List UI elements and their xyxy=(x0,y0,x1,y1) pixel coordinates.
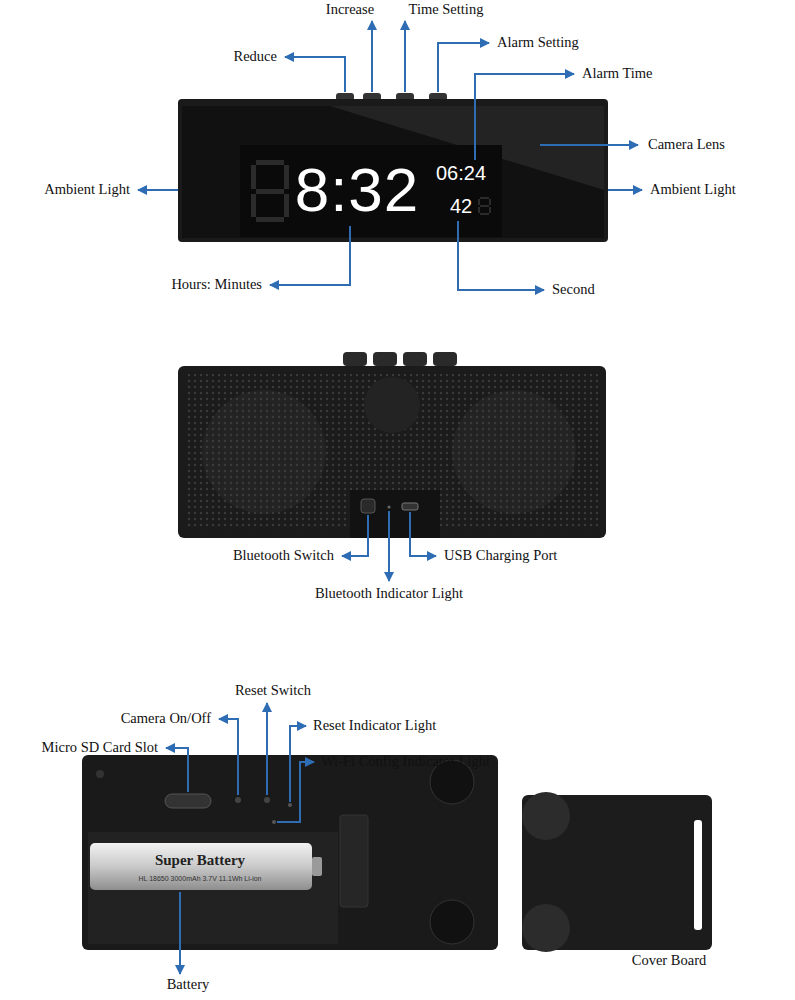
display-time: 8:32 xyxy=(295,156,420,224)
callout-label: Camera On/Off xyxy=(121,711,211,727)
callout-label: Reset Switch xyxy=(235,683,311,699)
callout-label: Camera Lens xyxy=(648,137,725,153)
speaker-back xyxy=(178,352,606,538)
callout-label: Alarm Setting xyxy=(497,35,579,51)
callout-label: USB Charging Port xyxy=(444,548,557,564)
callout-label: Hours: Minutes xyxy=(171,277,262,293)
callout-label: Reset Indicator Light xyxy=(313,718,436,734)
clock-front xyxy=(178,93,608,242)
callout-label: Alarm Time xyxy=(582,66,653,82)
callout-label: Second xyxy=(552,282,595,298)
callout-label: Ambient Light xyxy=(44,182,130,198)
battery-print: HL 18650 3000mAh 3.7V 11.1Wh Li-ion xyxy=(139,875,262,883)
display-date: 06:24 xyxy=(436,162,486,184)
callout-label: Ambient Light xyxy=(650,182,736,198)
callout-label: Wi-Fi Config Indicator Light xyxy=(321,754,490,770)
callout-label: Micro SD Card Slot xyxy=(42,740,158,756)
callout-label: Bluetooth Indicator Light xyxy=(315,586,463,602)
callout-label: Battery xyxy=(167,977,210,993)
battery-cell xyxy=(90,843,312,890)
leader-arrows xyxy=(138,21,642,974)
callout-label: Increase xyxy=(326,2,374,18)
callout-label: Time Setting xyxy=(409,2,484,18)
callout-label: Reduce xyxy=(234,49,277,65)
callout-label: Bluetooth Switch xyxy=(233,548,334,564)
cover-board xyxy=(522,792,712,952)
battery-print: Super Battery xyxy=(155,852,245,869)
display-seconds: 42 xyxy=(450,195,472,217)
callout-label: Cover Board xyxy=(632,953,707,969)
